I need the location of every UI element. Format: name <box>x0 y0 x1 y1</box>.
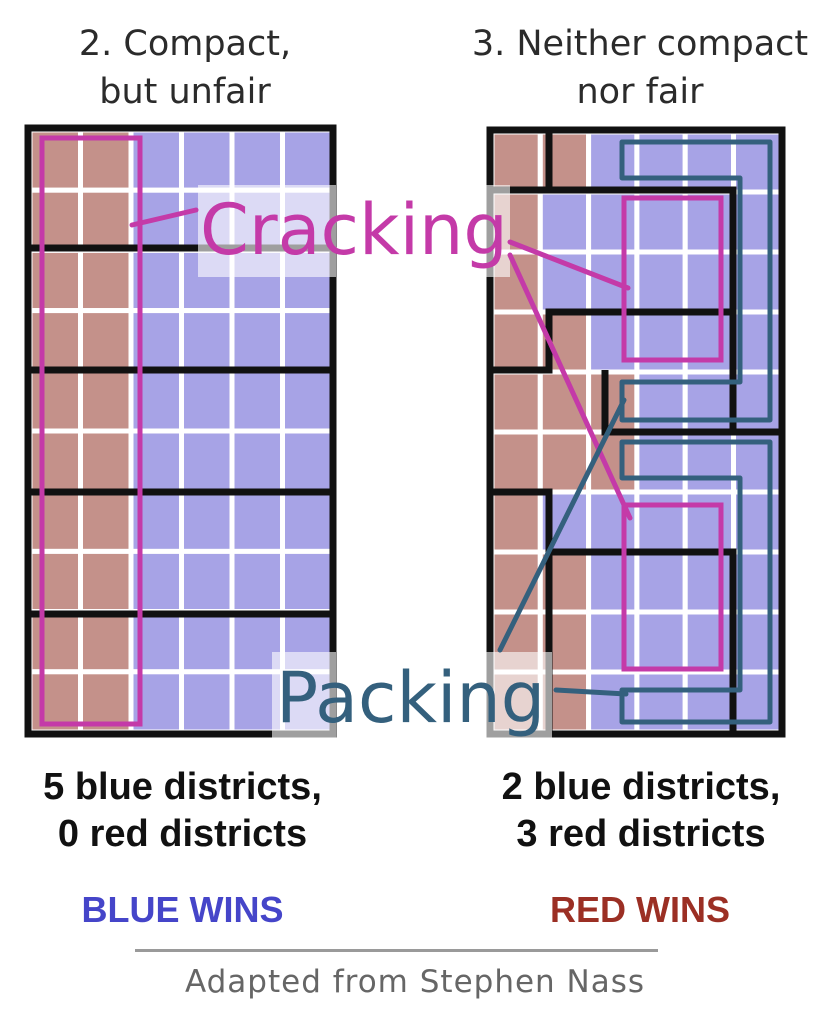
panel-2-outer-border <box>24 124 337 738</box>
panel-2-voter-cell-blue <box>280 308 336 374</box>
credit-text: Adapted from Stephen Nass <box>184 964 646 1000</box>
cracking-box-lower <box>621 502 724 672</box>
panel-3-voter-cell-blue <box>586 309 640 375</box>
panel-3-voter-cell-blue <box>586 489 640 555</box>
panel-3-voter-cell-red <box>489 129 543 195</box>
panel-3-result-line2: 3 red districts <box>516 813 766 855</box>
panel-2-voter-cell-red <box>27 488 83 554</box>
cracking-leader-left <box>129 207 199 228</box>
panel-3-title-line2: nor fair <box>576 72 704 112</box>
panel-2-voter-cell-red <box>78 368 134 434</box>
panel-2-voter-cell-red <box>27 548 83 615</box>
panel-3-voter-cell-blue <box>682 609 737 675</box>
panel-3-voter-cell-blue <box>682 309 737 375</box>
panel-2-voter-cell-red <box>27 368 83 434</box>
packing-label: Packing <box>276 657 545 739</box>
panel-2-voter-cell-blue <box>179 669 235 735</box>
panel-2-title-line2: but unfair <box>99 72 271 112</box>
panel-2-voter-cell-blue <box>179 548 235 615</box>
panel-2-voter-cell-blue <box>229 368 285 434</box>
panel-2-voter-cell-blue <box>179 428 235 494</box>
panel-3-cracking-boxes <box>621 195 724 672</box>
panel-2-voter-cell-blue <box>179 127 235 193</box>
panel-3-district-line <box>601 370 733 436</box>
panel-2-voter-cell-blue <box>179 308 235 374</box>
panel-2-voter-cell-blue <box>229 428 285 494</box>
panel-3-voter-cell-red <box>489 369 543 435</box>
panel-2-voter-cell-red <box>78 308 134 374</box>
packing-outline-lower <box>619 439 773 725</box>
panel-3-voter-cell-blue <box>634 249 688 315</box>
panel-3-voter-cell-blue <box>634 189 688 255</box>
blue-wins-label: BLUE WINS <box>81 889 284 930</box>
panel-2-voter-cell-red <box>78 609 134 675</box>
panel-2-voter-cell-blue <box>179 488 235 554</box>
panel-2-title-line1: 2. Compact, <box>78 24 292 64</box>
panel-2-voter-cell-blue <box>229 488 285 554</box>
panel-3-voter-cell-blue <box>586 609 640 675</box>
cracking-label-backdrop <box>198 185 336 277</box>
panel-2-result-line1: 5 blue districts, <box>43 766 322 808</box>
cracking-box-upper <box>621 195 724 363</box>
panel-3-voter-cell-blue <box>634 549 688 615</box>
panel-3-voter-cell-blue <box>537 189 592 255</box>
panel-3-voter-cell-blue <box>634 609 688 675</box>
red-wins-label: RED WINS <box>550 889 730 930</box>
panel-2-voter-cell-blue <box>229 308 285 374</box>
panel-3-packing-outlines <box>619 139 773 725</box>
panel-2-voter-cell-red <box>78 187 134 253</box>
panel-2-voter-cell-blue <box>280 548 336 615</box>
panel-3-title-line1: 3. Neither compact <box>471 24 809 64</box>
panel-3-voter-cell-blue <box>682 189 737 255</box>
panel-2-voter-cell-blue <box>280 368 336 434</box>
panel-2-voter-cell-blue <box>229 127 285 193</box>
panel-2-result: 5 blue districts, 0 red districts <box>0 764 365 858</box>
panel-2-voter-cell-red <box>78 428 134 494</box>
panel-2-voter-cell-red <box>27 428 83 494</box>
cracking-leader-lower <box>507 252 633 521</box>
packing-leader-lower <box>553 687 629 697</box>
cracking-leader-lines <box>129 207 633 521</box>
panel-3-result: 2 blue districts, 3 red districts <box>455 764 827 858</box>
panel-2-cracking-highlight <box>39 135 143 727</box>
packing-outline-upper <box>619 139 773 423</box>
panel-3-voter-cell-red <box>489 309 543 375</box>
panel-3-title: 3. Neither compact nor fair <box>455 20 825 116</box>
panel-3-voter-cell-red <box>537 369 592 435</box>
panel-2-voter-cell-blue <box>179 368 235 434</box>
packing-label-backdrop <box>486 652 552 738</box>
panel-2-voter-cell-blue <box>280 488 336 554</box>
panel-3-voter-cell-blue <box>682 249 737 315</box>
panel-2-voter-cell-blue <box>280 428 336 494</box>
panel-2-voter-cell-red <box>27 308 83 374</box>
cracking-label: Cracking <box>200 189 508 271</box>
packing-leader-lines <box>497 397 629 697</box>
panel-3-result-line1: 2 blue districts, <box>501 766 781 808</box>
panel-3-voter-cell-blue <box>586 189 640 255</box>
panel-3-voter-cell-blue <box>586 549 640 615</box>
packing-label-backdrop <box>272 652 336 738</box>
panel-3-voter-cell-red <box>489 429 543 495</box>
panel-2-voter-cell-red <box>78 247 134 314</box>
panel-3-voter-cell-blue <box>634 309 688 375</box>
panel-2-voter-cell-blue <box>280 127 336 193</box>
panel-2-voter-cell-red <box>78 488 134 554</box>
panel-2-voter-cell-red <box>78 548 134 615</box>
panel-2-voter-cell-blue <box>229 548 285 615</box>
panel-2-voter-cell-red <box>27 609 83 675</box>
panel-3-voter-cell-red <box>489 489 543 555</box>
cracking-leader-upper <box>507 239 631 291</box>
packing-leader-upper <box>497 397 627 653</box>
cracking-label-backdrop <box>486 185 510 277</box>
panel-2-title: 2. Compact, but unfair <box>30 20 340 116</box>
panel-2-voter-cell-blue <box>179 609 235 675</box>
panel-2-result-line2: 0 red districts <box>57 813 308 855</box>
panel-3-voter-cell-blue <box>682 549 737 615</box>
panel-3-voter-cell-blue <box>682 489 737 555</box>
gerrymandering-diagram: Cracking Packing <box>24 124 786 739</box>
panel-2-voter-cell-red <box>27 247 83 314</box>
divider-line <box>135 949 658 952</box>
panel-3-voter-cell-blue <box>634 489 688 555</box>
panel-2-voter-cell-red <box>27 187 83 253</box>
